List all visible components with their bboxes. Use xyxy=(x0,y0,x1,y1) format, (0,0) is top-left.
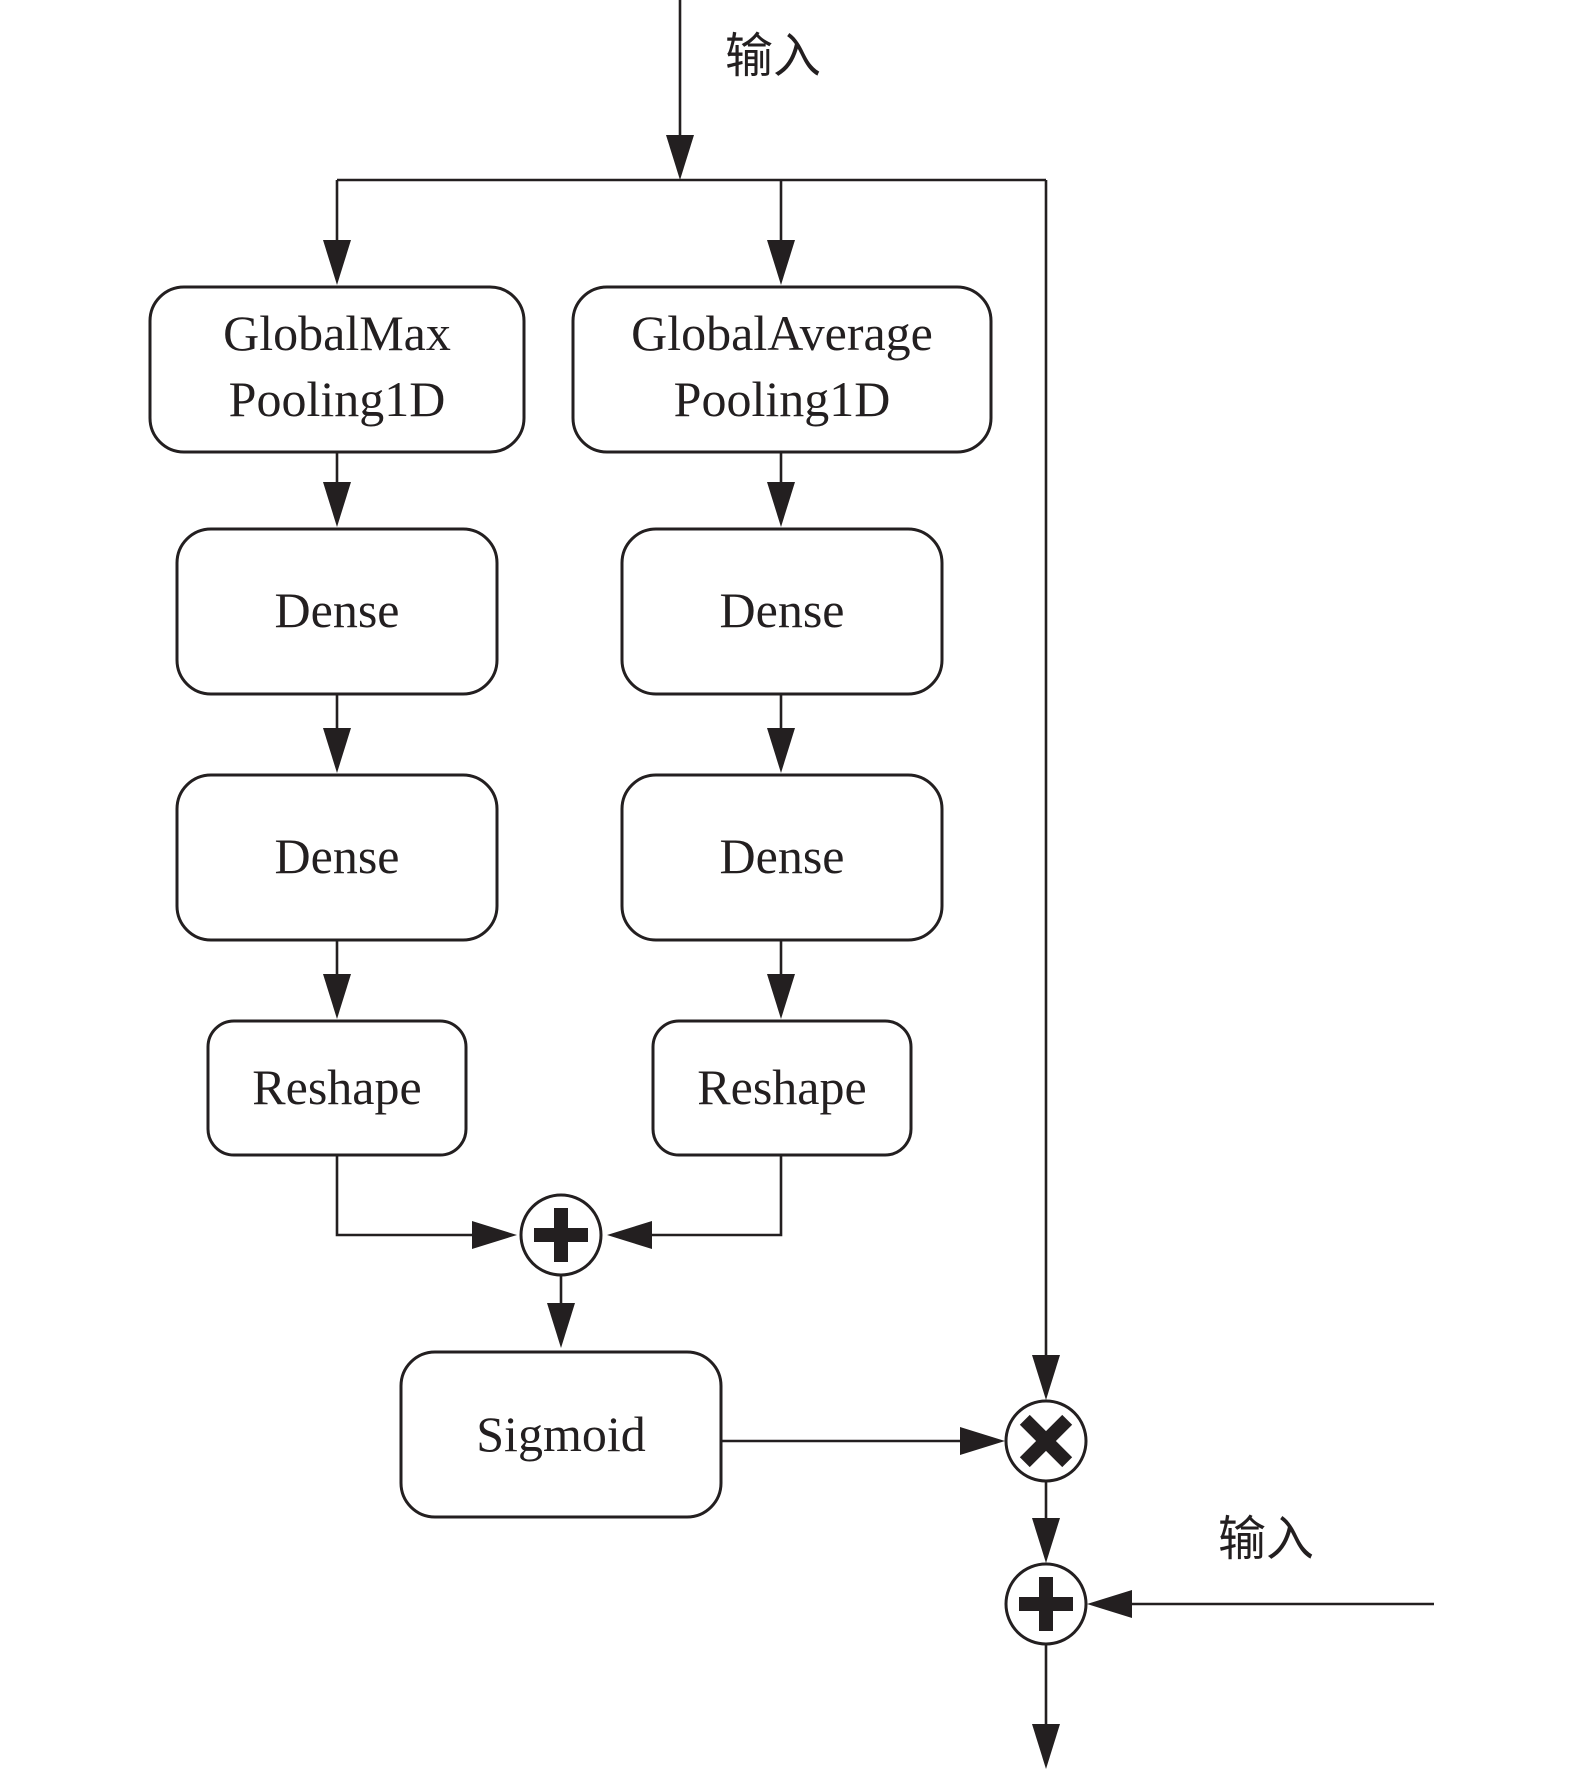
arrow-head xyxy=(472,1221,517,1249)
arrow-head xyxy=(323,974,351,1019)
arrow-head xyxy=(666,135,694,180)
right-dense-1-box xyxy=(620,527,944,696)
arrow-head xyxy=(323,482,351,527)
arrow-head xyxy=(960,1427,1005,1455)
left-reshape-box xyxy=(206,1019,468,1157)
left-dense-2-label: Dense xyxy=(275,828,400,884)
left-dense-1-label: Dense xyxy=(275,582,400,638)
sigmoid-box xyxy=(399,1350,723,1519)
left-to-add-line xyxy=(335,1155,482,1237)
times-icon xyxy=(1019,1414,1073,1468)
left-reshape-label: Reshape xyxy=(252,1059,421,1115)
multiply-operator xyxy=(1004,1399,1088,1483)
left-branch: GlobalMax Pooling1D Dense Dense Reshape xyxy=(148,285,526,1157)
arrow-heads xyxy=(323,135,1132,1769)
arrow-head xyxy=(1032,1355,1060,1400)
sigmoid-label: Sigmoid xyxy=(476,1406,645,1462)
plus-icon xyxy=(1039,1577,1053,1631)
right-dense-2-label: Dense xyxy=(720,828,845,884)
arrow-head xyxy=(1032,1724,1060,1769)
right-dense-2-box xyxy=(620,773,944,942)
arrow-head xyxy=(323,728,351,773)
add-residual-operator xyxy=(1004,1562,1088,1646)
arrow-head xyxy=(767,240,795,285)
plus-icon xyxy=(554,1208,568,1262)
globalmax-pooling-label-2: Pooling1D xyxy=(229,371,446,427)
add-branches-operator xyxy=(519,1193,603,1277)
arrow-head xyxy=(767,482,795,527)
right-to-add-line xyxy=(644,1155,783,1237)
right-branch: GlobalAverage Pooling1D Dense Dense Resh… xyxy=(571,285,993,1157)
globalaverage-pooling-box xyxy=(571,285,993,454)
right-reshape-box xyxy=(651,1019,913,1157)
globalmax-pooling-label-1: GlobalMax xyxy=(223,305,451,361)
globalaverage-pooling-label-1: GlobalAverage xyxy=(631,305,933,361)
left-dense-2-box xyxy=(175,773,499,942)
connectors xyxy=(335,0,1434,1730)
arrow-head xyxy=(767,974,795,1019)
arrow-head xyxy=(1032,1518,1060,1563)
globalaverage-pooling-label-2: Pooling1D xyxy=(674,371,891,427)
input-label-side: 输入 xyxy=(1218,1511,1314,1567)
arrow-head xyxy=(607,1221,652,1249)
arrow-head xyxy=(547,1303,575,1348)
left-dense-1-box xyxy=(175,527,499,696)
input-label-top: 输入 xyxy=(725,28,821,84)
arrow-head xyxy=(1087,1590,1132,1618)
sigmoid-block: Sigmoid xyxy=(399,1350,723,1519)
arrow-head xyxy=(767,728,795,773)
right-dense-1-label: Dense xyxy=(720,582,845,638)
arrow-head xyxy=(323,240,351,285)
globalmax-pooling-box xyxy=(148,285,526,454)
right-reshape-label: Reshape xyxy=(697,1059,866,1115)
